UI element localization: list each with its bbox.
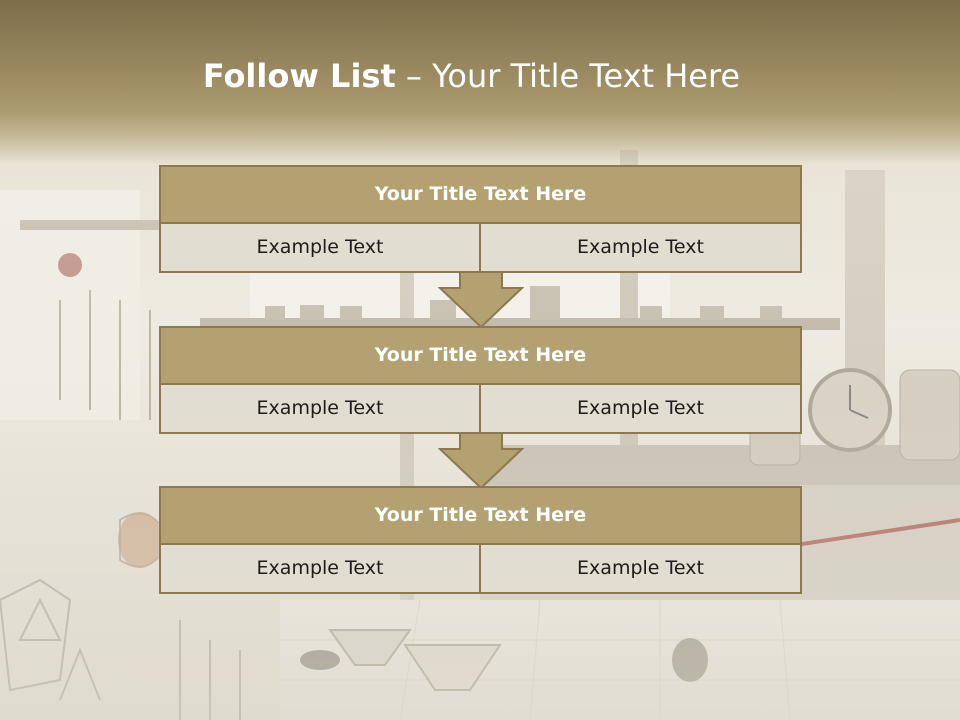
block-cell-right: Example Text xyxy=(479,543,802,594)
block-title: Your Title Text Here xyxy=(159,165,802,224)
slide-title-bold: Follow List xyxy=(202,57,396,95)
block-cell-left: Example Text xyxy=(159,383,481,434)
block-title: Your Title Text Here xyxy=(159,326,802,385)
block-cell-left: Example Text xyxy=(159,543,481,594)
down-arrow-icon xyxy=(438,271,524,329)
list-block-2: Your Title Text Here Example Text Exampl… xyxy=(159,326,802,434)
list-block-1: Your Title Text Here Example Text Exampl… xyxy=(159,165,802,273)
slide-title: Follow List – Your Title Text Here xyxy=(0,52,943,100)
block-cell-right: Example Text xyxy=(479,222,802,273)
down-arrow-icon xyxy=(438,432,524,490)
slide-title-rest: – Your Title Text Here xyxy=(395,57,741,95)
block-cell-left: Example Text xyxy=(159,222,481,273)
title-bar xyxy=(0,0,960,165)
block-title: Your Title Text Here xyxy=(159,486,802,545)
list-block-3: Your Title Text Here Example Text Exampl… xyxy=(159,486,802,594)
block-cell-right: Example Text xyxy=(479,383,802,434)
